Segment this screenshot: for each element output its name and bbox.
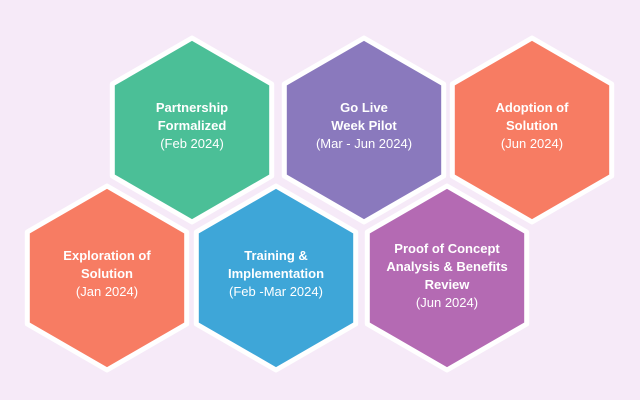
label-training: Training & Implementation (Feb -Mar 2024… [206, 247, 346, 301]
title-training: Training & Implementation [227, 248, 325, 281]
hex-golive [281, 35, 447, 225]
label-partnership: Partnership Formalized (Feb 2024) [122, 99, 262, 153]
date-golive: (Mar - Jun 2024) [315, 136, 413, 151]
title-partnership: Partnership Formalized [155, 100, 229, 133]
hex-adoption [449, 35, 615, 225]
date-partnership: (Feb 2024) [160, 136, 224, 151]
date-exploration: (Jan 2024) [75, 284, 139, 299]
date-adoption: (Jun 2024) [500, 136, 564, 151]
hex-poc [364, 183, 530, 373]
date-training: (Feb -Mar 2024) [229, 284, 323, 299]
label-adoption: Adoption of Solution (Jun 2024) [462, 99, 602, 153]
label-poc: Proof of Concept Analysis & Benefits Rev… [377, 240, 517, 312]
title-adoption: Adoption of Solution [495, 100, 569, 133]
hex-exploration [24, 183, 190, 373]
title-poc: Proof of Concept Analysis & Benefits Rev… [386, 241, 508, 292]
date-poc: (Jun 2024) [415, 295, 479, 310]
label-golive: Go Live Week Pilot (Mar - Jun 2024) [294, 99, 434, 153]
hex-training [193, 183, 359, 373]
title-golive: Go Live Week Pilot [331, 100, 397, 133]
title-exploration: Exploration of Solution [63, 248, 151, 281]
label-exploration: Exploration of Solution (Jan 2024) [37, 247, 177, 301]
hex-partnership [109, 35, 275, 225]
